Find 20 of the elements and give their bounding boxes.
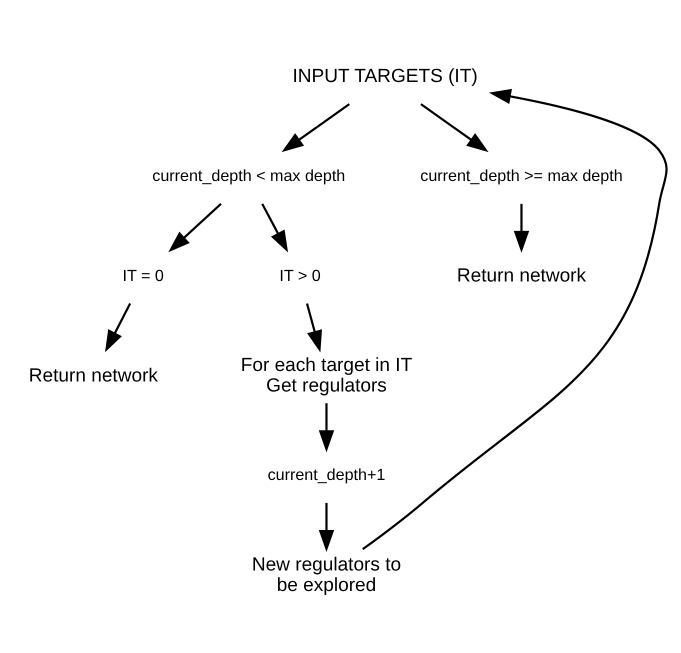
node-text: current_depth+1 (268, 466, 386, 484)
arrow (514, 204, 530, 253)
node-text: current_depth < max depth (152, 167, 346, 186)
node-text: current_depth >= max depth (420, 167, 623, 186)
arrow (362, 88, 668, 550)
arrow (105, 303, 132, 352)
arrow (168, 203, 222, 252)
arrow (282, 103, 350, 152)
node-text: IT > 0 (279, 266, 321, 285)
arrow (420, 103, 489, 152)
arrow (261, 203, 288, 253)
node-text: Return network (456, 266, 586, 287)
arrow (318, 502, 334, 552)
node-text: New regulators to be explored (252, 554, 402, 596)
arrow (306, 303, 322, 353)
arrow (318, 403, 334, 452)
node-text: For each target in IT Get regulators (240, 355, 412, 397)
node-text: INPUT TARGETS (IT) (292, 66, 478, 88)
node-text: Return network (28, 365, 158, 386)
node-text: IT = 0 (122, 266, 164, 285)
